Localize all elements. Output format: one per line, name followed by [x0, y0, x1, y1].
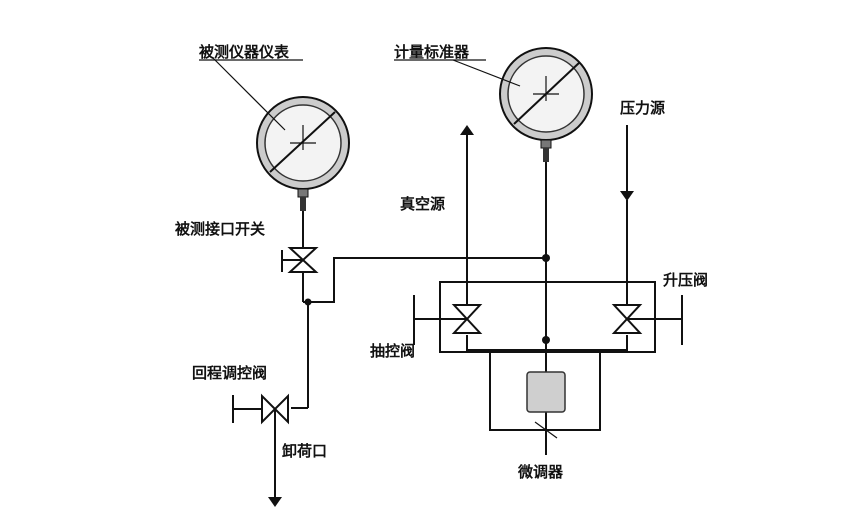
junction-dots	[304, 254, 550, 344]
piping	[268, 125, 634, 507]
label-boost-valve: 升压阀	[663, 271, 708, 289]
label-pressure-source: 压力源	[620, 99, 665, 117]
boost-valve	[611, 295, 683, 345]
label-return-valve: 回程调控阀	[192, 364, 267, 382]
test-port-switch-valve	[281, 247, 319, 273]
standard-gauge	[499, 47, 593, 162]
label-standard-gauge: 计量标准器	[394, 43, 470, 61]
gauge-under-test-leader	[212, 57, 286, 131]
label-vacuum-source: 真空源	[400, 195, 445, 213]
return-valve	[232, 393, 289, 425]
gauge-under-test	[256, 96, 350, 211]
label-fine-adjuster: 微调器	[517, 463, 564, 481]
label-unload-port: 卸荷口	[282, 442, 327, 460]
fine-adjuster-piston	[526, 371, 566, 413]
standard-gauge-leader	[452, 59, 521, 87]
manifold-block	[439, 281, 656, 353]
label-suction-valve: 抽控阀	[370, 342, 415, 360]
label-test-port-switch: 被测接口开关	[175, 220, 265, 238]
label-gauge-under-test: 被测仪器仪表	[199, 43, 290, 61]
suction-valve	[413, 295, 483, 345]
